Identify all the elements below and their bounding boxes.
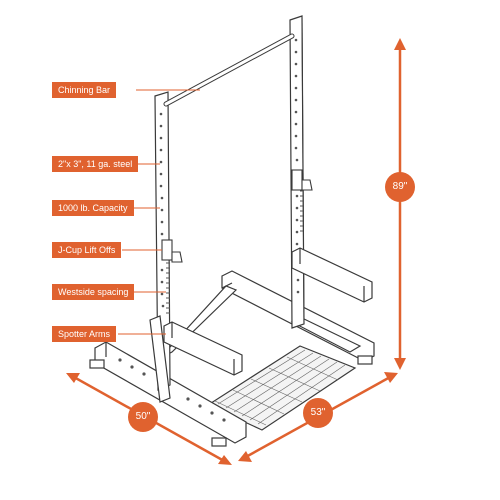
callout-spotter: Spotter Arms bbox=[52, 326, 117, 342]
dimension-height bbox=[394, 38, 406, 370]
callout-steel: 2"x 3", 11 ga. steel bbox=[52, 156, 139, 172]
depth-dimension-label: 50" bbox=[128, 402, 158, 432]
front-upright bbox=[149, 315, 171, 403]
callout-j-cup: J-Cup Lift Offs bbox=[52, 242, 122, 258]
spotter-arm-right bbox=[291, 247, 373, 303]
base-rail-holes bbox=[118, 358, 226, 422]
spotter-arm-left bbox=[163, 321, 243, 376]
callout-chinning-bar: Chinning Bar bbox=[52, 82, 117, 98]
callout-capacity: 1000 lb. Capacity bbox=[52, 200, 134, 216]
j-cup-right bbox=[291, 169, 313, 191]
chinning-bar bbox=[163, 33, 295, 107]
callout-westside: Westside spacing bbox=[52, 284, 135, 300]
diamond-plate-texture bbox=[214, 349, 346, 426]
width-dimension-label: 53" bbox=[303, 398, 333, 428]
height-dimension-label: 89" bbox=[385, 172, 415, 202]
j-cup-left bbox=[161, 239, 183, 263]
